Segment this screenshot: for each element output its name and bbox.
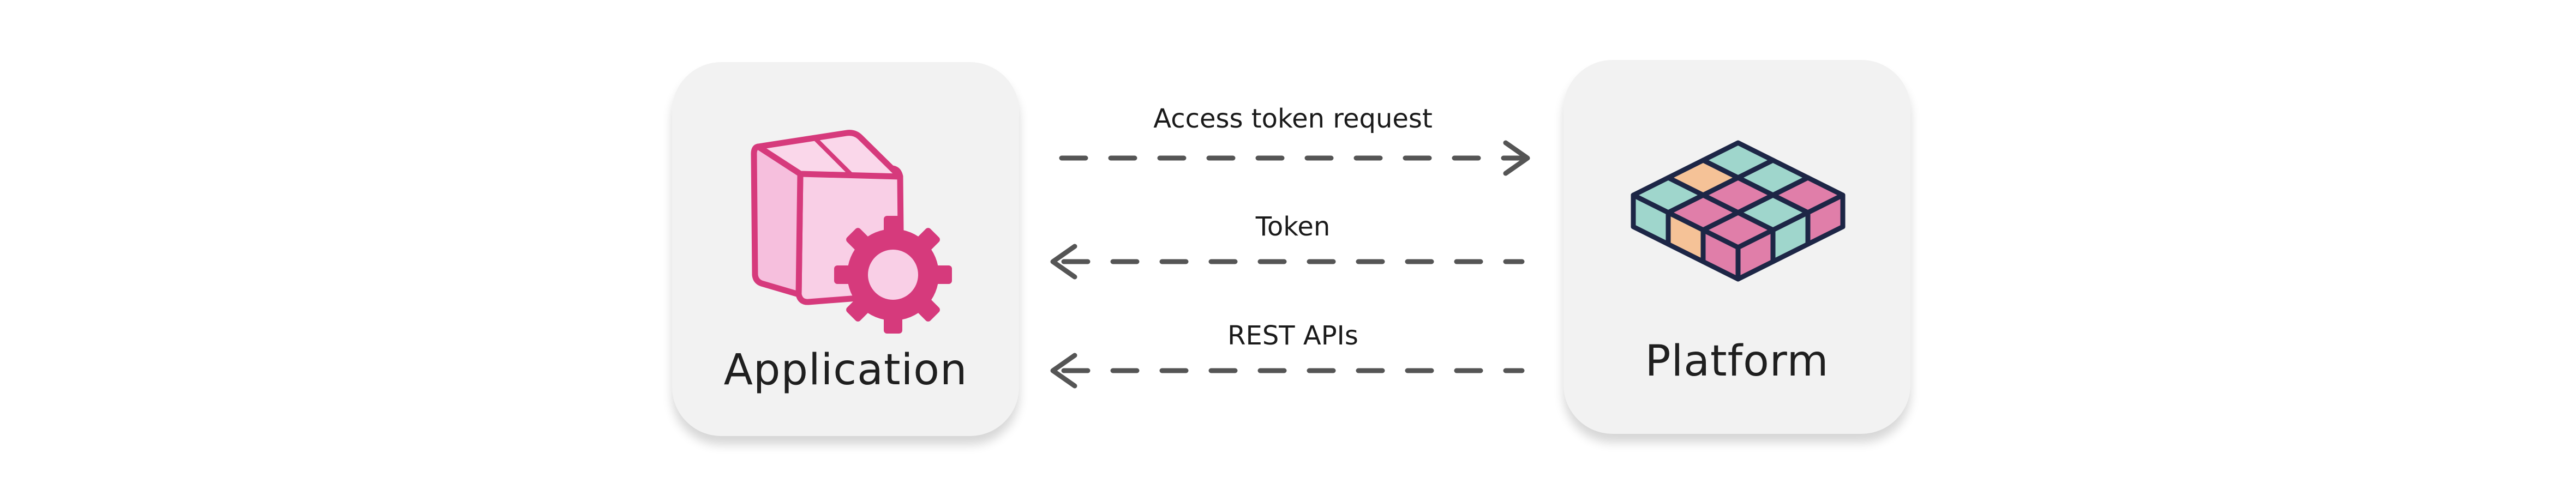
flow-label-access-token-request: Access token request (1153, 104, 1433, 134)
platform-label: Platform (1645, 337, 1829, 386)
application-node: Application (672, 62, 1019, 436)
application-label: Application (723, 346, 968, 395)
flow-label-rest-apis: REST APIs (1227, 320, 1358, 351)
grid-blocks-icon (1631, 140, 1846, 282)
arrowhead-left (1050, 244, 1077, 280)
arrowhead-left (1050, 353, 1077, 389)
package-gear-icon (751, 130, 952, 334)
arrowhead-right (1503, 140, 1530, 176)
platform-node: Platform (1563, 60, 1910, 434)
flow-label-token: Token (1255, 211, 1331, 242)
